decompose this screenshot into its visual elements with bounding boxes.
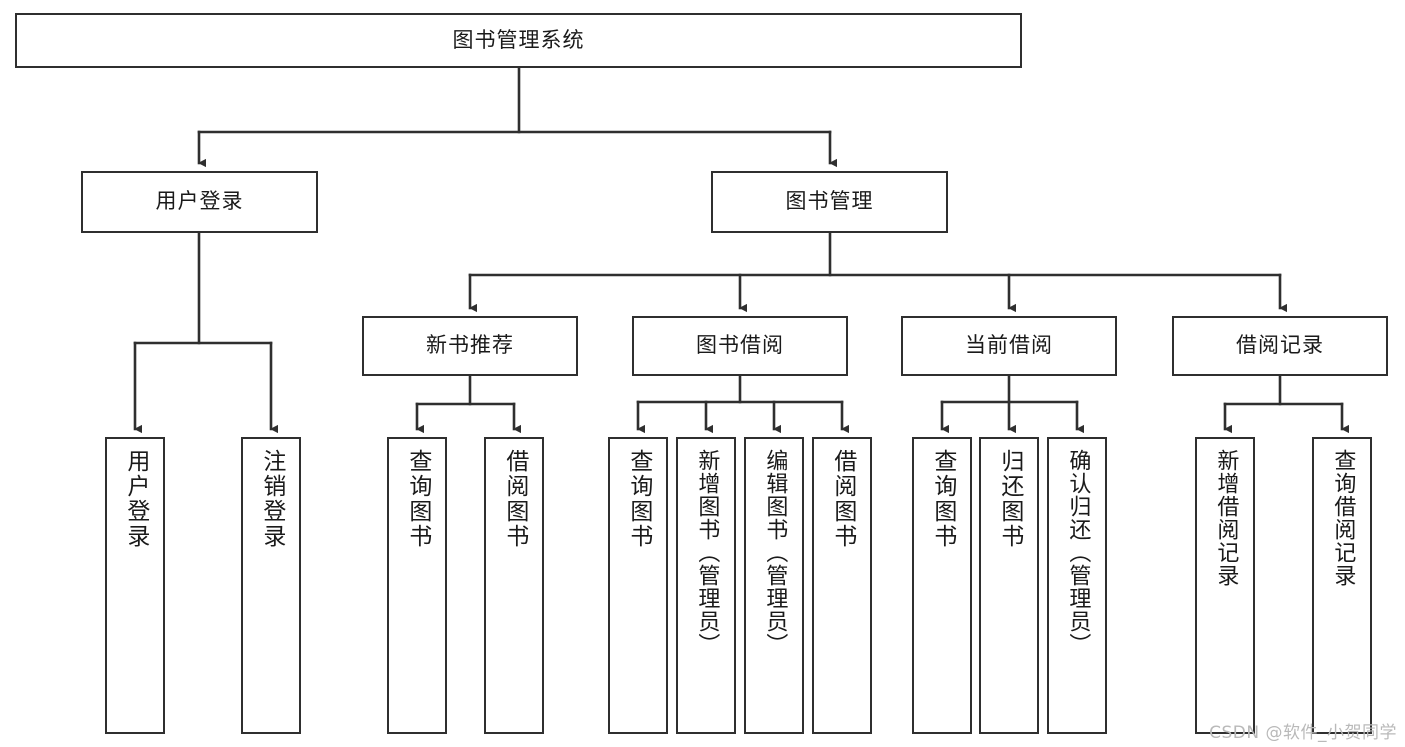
node-root-system[interactable]: 图书管理系统 (15, 13, 1022, 68)
node-leaf-query-book-1-label: 查询图书 (404, 449, 431, 549)
node-new-book-recommend-label: 新书推荐 (426, 333, 514, 358)
node-book-manage-label: 图书管理 (785, 189, 874, 214)
node-leaf-add-record-label: 新增借阅记录 (1213, 449, 1239, 587)
node-book-manage[interactable]: 图书管理 (711, 171, 948, 233)
node-leaf-query-book-3-label: 查询图书 (929, 449, 956, 549)
node-leaf-add-book[interactable]: 新增图书（管理员） (676, 437, 736, 734)
node-leaf-query-book-3[interactable]: 查询图书 (912, 437, 972, 734)
node-leaf-user-login-label: 用户登录 (122, 449, 149, 549)
node-leaf-confirm-return[interactable]: 确认归还（管理员） (1047, 437, 1107, 734)
node-leaf-logout[interactable]: 注销登录 (241, 437, 301, 734)
node-borrow-record[interactable]: 借阅记录 (1172, 316, 1388, 376)
node-leaf-borrow-book-1-label: 借阅图书 (501, 449, 528, 549)
node-leaf-add-record[interactable]: 新增借阅记录 (1195, 437, 1255, 734)
node-leaf-borrow-book-1[interactable]: 借阅图书 (484, 437, 544, 734)
node-leaf-add-book-label: 新增图书（管理员） (694, 449, 720, 656)
node-leaf-edit-book[interactable]: 编辑图书（管理员） (744, 437, 804, 734)
node-leaf-borrow-book-2[interactable]: 借阅图书 (812, 437, 872, 734)
node-user-login-label: 用户登录 (155, 189, 244, 214)
node-user-login[interactable]: 用户登录 (81, 171, 318, 233)
node-leaf-query-record[interactable]: 查询借阅记录 (1312, 437, 1372, 734)
node-leaf-borrow-book-2-label: 借阅图书 (829, 449, 856, 549)
node-leaf-confirm-return-label: 确认归还（管理员） (1065, 449, 1091, 656)
node-leaf-user-login[interactable]: 用户登录 (105, 437, 165, 734)
node-book-borrow[interactable]: 图书借阅 (632, 316, 848, 376)
node-leaf-return-book[interactable]: 归还图书 (979, 437, 1039, 734)
node-book-borrow-label: 图书借阅 (696, 333, 784, 358)
node-current-borrow-label: 当前借阅 (965, 333, 1053, 358)
node-leaf-query-book-2-label: 查询图书 (625, 449, 652, 549)
node-borrow-record-label: 借阅记录 (1236, 333, 1324, 358)
node-leaf-query-book-2[interactable]: 查询图书 (608, 437, 668, 734)
node-leaf-logout-label: 注销登录 (258, 449, 285, 549)
node-leaf-edit-book-label: 编辑图书（管理员） (762, 449, 788, 656)
node-leaf-query-book-1[interactable]: 查询图书 (387, 437, 447, 734)
node-current-borrow[interactable]: 当前借阅 (901, 316, 1117, 376)
node-new-book-recommend[interactable]: 新书推荐 (362, 316, 578, 376)
node-leaf-return-book-label: 归还图书 (996, 449, 1023, 549)
node-root-system-label: 图书管理系统 (452, 27, 585, 52)
node-leaf-query-record-label: 查询借阅记录 (1330, 449, 1356, 587)
